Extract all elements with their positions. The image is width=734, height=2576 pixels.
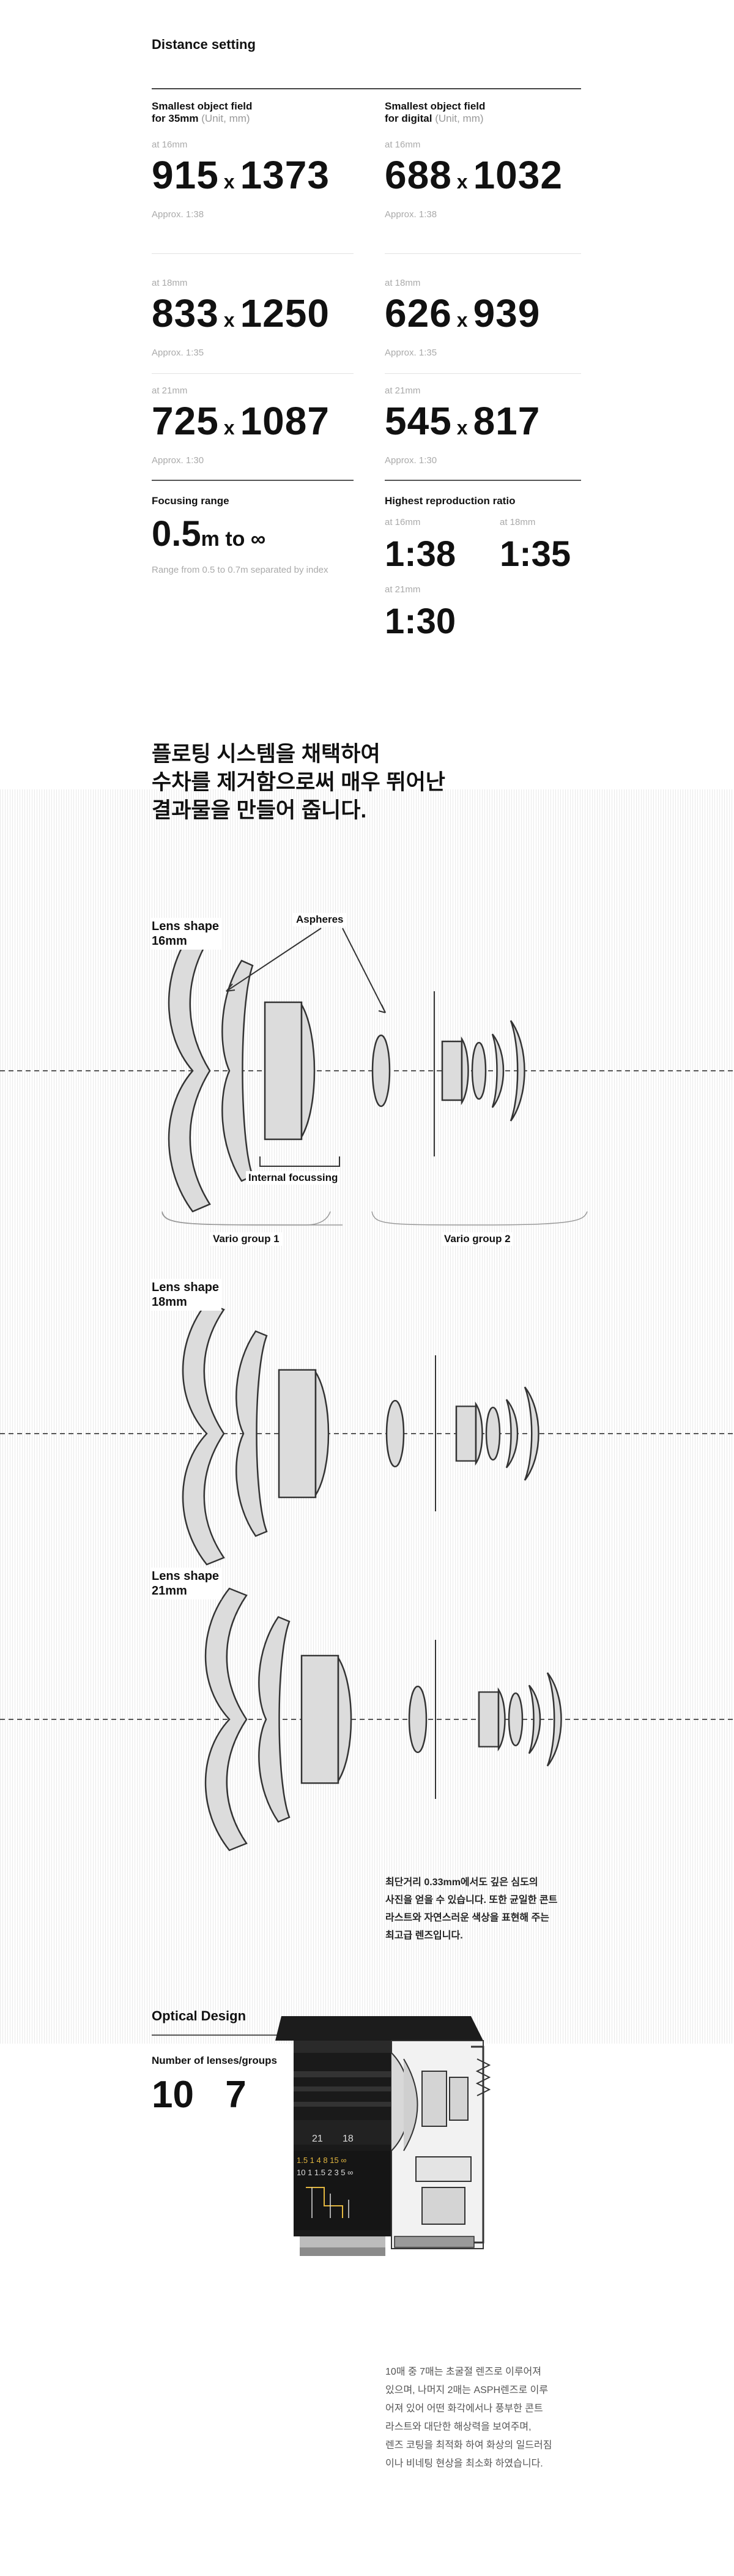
vario-group-2-label: Vario group 2	[442, 1232, 513, 1246]
focusing-range: Focusing range 0.5m to ∞ Range from 0.5 …	[152, 495, 354, 575]
asphere-arrow	[226, 928, 322, 992]
distance-section: Distance setting Smallest object field f…	[152, 37, 581, 640]
internal-focussing-label: Internal focussing	[246, 1171, 341, 1185]
field-digital-heading: Smallest object field for digital (Unit,…	[385, 100, 486, 124]
svg-text:18: 18	[343, 2134, 354, 2144]
internal-focussing-bracket	[259, 1156, 340, 1167]
distance-title: Distance setting	[152, 37, 256, 52]
reproduction-ratio: Highest reproduction ratio at 16mm 1:38 …	[385, 495, 571, 641]
section-divider	[385, 480, 581, 481]
ratio-item: at 21mm 1:30	[385, 584, 456, 641]
vertical-lines-background	[0, 789, 734, 2044]
row-divider	[152, 253, 354, 254]
optical-design-title: Optical Design	[152, 2008, 247, 2023]
vario-group-1-label: Vario group 1	[210, 1232, 282, 1246]
lenses-groups-value: 10 7	[152, 2074, 247, 2116]
vario-group-2-bracket	[371, 1211, 588, 1226]
asphere-arrow	[342, 928, 386, 1013]
svg-text:1.5 1 4 8 15 ∞: 1.5 1 4 8 15 ∞	[297, 2156, 347, 2165]
lens-cutaway-illustration: 21 18 1.5 1 4 8 15 ∞ 10 1 1.5 2 3 5 ∞	[275, 2016, 491, 2256]
vario-group-1-bracket	[161, 1211, 331, 1226]
focusing-value: 0.5m to ∞	[152, 514, 266, 554]
lens-shape-21mm-label: Lens shape 21mm	[152, 1568, 222, 1599]
lens-diagrams	[0, 928, 734, 1852]
row-divider	[385, 253, 581, 254]
row-divider	[385, 373, 581, 374]
field-35mm-heading: Smallest object field for 35mm (Unit, mm…	[152, 100, 253, 124]
lens-shape-18mm-label: Lens shape 18mm	[152, 1279, 222, 1311]
floating-description: 최단거리 0.33mm에서도 깊은 심도의 사진을 얻을 수 있습니다. 또한 …	[385, 1877, 558, 1941]
distance-divider	[152, 88, 581, 89]
aspheres-label: Aspheres	[294, 913, 346, 926]
field-35mm-column: Smallest object field for 35mm (Unit, mm…	[152, 100, 354, 575]
svg-text:10 1 1.5 2 3 5 ∞: 10 1 1.5 2 3 5 ∞	[297, 2168, 353, 2177]
floating-title: 플로팅 시스템을 채택하여 수차를 제거함으로써 매우 뛰어난 결과물을 만들어…	[152, 742, 445, 822]
lenses-groups-label: Number of lenses/groups	[152, 2055, 277, 2066]
row-divider	[152, 373, 354, 374]
section-divider	[152, 480, 354, 481]
lens-shape-16mm-label: Lens shape 16mm	[152, 918, 222, 950]
optical-description: 10매 중 7매는 초굴절 렌즈로 이루어져 있으며, 나머지 2매는 ASPH…	[385, 2367, 552, 2469]
field-digital-column: Smallest object field for digital (Unit,…	[385, 100, 581, 640]
optical-divider	[152, 2034, 308, 2036]
svg-text:21: 21	[312, 2134, 323, 2144]
ratio-item: at 18mm 1:35	[500, 517, 571, 574]
ratio-item: at 16mm 1:38	[385, 517, 456, 574]
